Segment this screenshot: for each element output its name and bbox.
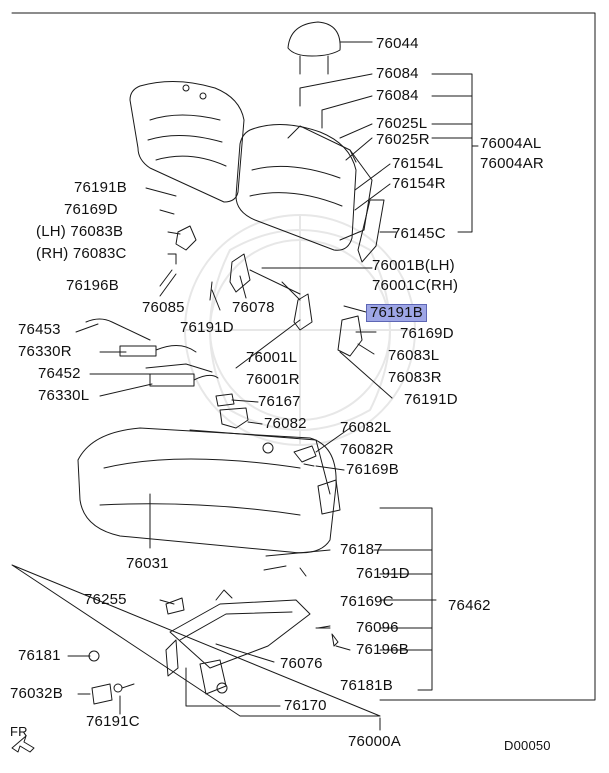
label-76462: 76462 [448,597,491,614]
label-76169d-left: 76169D [64,201,118,218]
label-76453: 76453 [18,321,61,338]
label-76001l: 76001L [246,349,298,366]
label-76082l: 76082L [340,419,392,436]
label-76085: 76085 [142,299,185,316]
label-76083b: (LH) 76083B [36,223,124,240]
center-bracket [215,393,249,429]
side-cover [357,199,385,263]
label-76187: 76187 [340,541,383,558]
label-76191d-mid: 76191D [180,319,234,336]
label-76084-a: 76084 [376,65,419,82]
label-76031: 76031 [126,555,169,572]
leader-lines [67,41,479,731]
right-seatback [235,123,373,251]
seat-frame [165,565,331,695]
label-76154r: 76154R [392,175,446,192]
front-marker-label: FR [10,724,28,739]
label-76170: 76170 [284,697,327,714]
label-76000a: 76000A [348,733,401,750]
label-76083c: (RH) 76083C [36,245,127,262]
label-76083r: 76083R [388,369,442,386]
label-76191c: 76191C [86,713,140,730]
front-arrow [11,735,35,753]
label-76169d-right: 76169D [400,325,454,342]
label-76169c: 76169C [340,593,394,610]
label-76004ar: 76004AR [480,155,544,172]
label-76191d-right: 76191D [404,391,458,408]
label-76196b-top: 76196B [66,277,119,294]
label-76078: 76078 [232,299,275,316]
label-76025l: 76025L [376,115,428,132]
seatbelt-right [145,363,219,387]
label-76191d-low: 76191D [356,565,410,582]
label-76330r: 76330R [18,343,72,360]
label-76145c: 76145C [392,225,446,242]
label-76181b: 76181B [340,677,393,694]
frame-outline [11,12,596,717]
label-76191b-highlighted[interactable]: 76191B [366,304,427,322]
label-76169b: 76169B [346,461,399,478]
seat-cushion [77,427,341,554]
left-seatback [129,80,245,203]
label-76167: 76167 [258,393,301,410]
label-76084-b: 76084 [376,87,419,104]
label-76154l: 76154L [392,155,444,172]
label-76076: 76076 [280,655,323,672]
diagram-code: D00050 [504,738,551,753]
hinge-right [293,293,363,357]
latch-right [293,445,317,467]
label-76255: 76255 [84,591,127,608]
label-76181: 76181 [18,647,61,664]
label-76044: 76044 [376,35,419,52]
label-76083l: 76083L [388,347,440,364]
label-76330l: 76330L [38,387,90,404]
seatbelt-left [85,318,197,357]
label-76452: 76452 [38,365,81,382]
label-76032b: 76032B [10,685,63,702]
headrest [287,21,373,75]
label-76001b: 76001B(LH) [372,257,455,274]
label-76096: 76096 [356,619,399,636]
label-76025r: 76025R [376,131,430,148]
label-76001c: 76001C(RH) [372,277,459,294]
label-76082: 76082 [264,415,307,432]
label-76004al: 76004AL [480,135,542,152]
label-76082r: 76082R [340,441,394,458]
label-76001r: 76001R [246,371,300,388]
label-76196b-low: 76196B [356,641,409,658]
label-76191b-top: 76191B [74,179,127,196]
